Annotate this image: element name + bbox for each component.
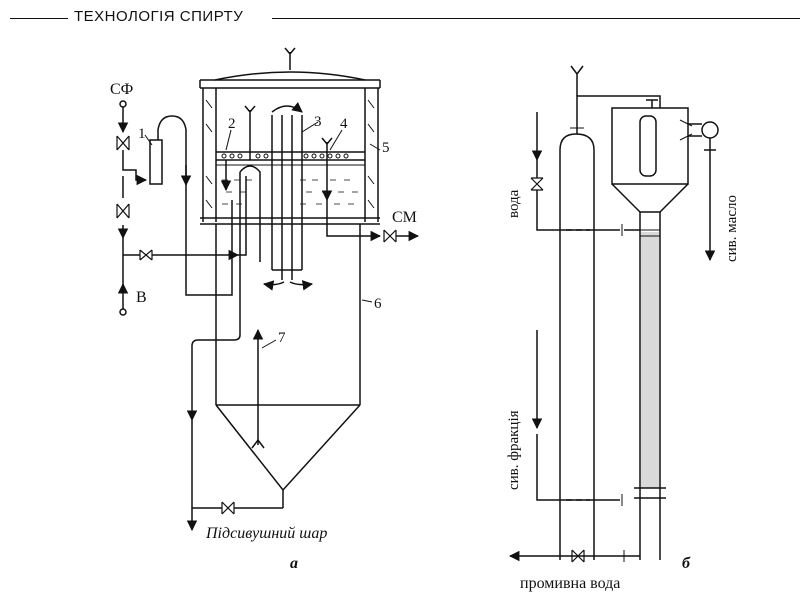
lower-shell (215, 224, 361, 508)
settling-column (634, 212, 666, 560)
number-leaders (144, 121, 381, 349)
caption-a: а (290, 555, 298, 572)
label-fusel-layer: Підсивушний шар (205, 525, 327, 542)
packing-fill (641, 232, 659, 488)
left-column (559, 65, 661, 560)
upper-shell (202, 88, 379, 222)
wash-outlet (508, 549, 640, 563)
label-fusel-oil: сив. масло (724, 195, 740, 262)
water-inlet (530, 112, 640, 236)
header-rule-left (10, 18, 68, 19)
callout-5: 5 (382, 140, 390, 156)
callout-1: 1 (138, 126, 146, 142)
label-water: вода (506, 189, 522, 218)
header-title: ТЕХНОЛОГІЯ СПИРТУ (74, 8, 244, 25)
label-sm: СМ (392, 209, 417, 226)
central-tube (262, 101, 314, 291)
perforated-tray (200, 151, 380, 225)
caption-b: б (682, 555, 691, 572)
header-rule-right (272, 18, 800, 19)
callout-3: 3 (314, 114, 322, 130)
callout-4: 4 (340, 116, 348, 132)
label-wash-water: промивна вода (520, 575, 620, 592)
diagram-b (508, 65, 719, 563)
page-header: ТЕХНОЛОГІЯ СПИРТУ (0, 6, 810, 30)
label-v: В (136, 289, 147, 306)
fraction-inlet (531, 330, 623, 506)
inner-pipes (220, 105, 333, 262)
label-fusel-fraction: сив. фракція (506, 410, 522, 490)
bottom-drain (186, 262, 283, 532)
callout-7: 7 (278, 330, 286, 346)
separator-vessel (611, 99, 719, 262)
pipe-7 (251, 328, 265, 449)
diagram-a (116, 47, 420, 532)
sm-outlet (326, 200, 420, 243)
feed-lines (116, 100, 247, 316)
callout-6: 6 (374, 296, 382, 312)
label-sf: СФ (110, 81, 133, 98)
vessel-dome (199, 47, 381, 89)
callout-2: 2 (228, 116, 236, 132)
